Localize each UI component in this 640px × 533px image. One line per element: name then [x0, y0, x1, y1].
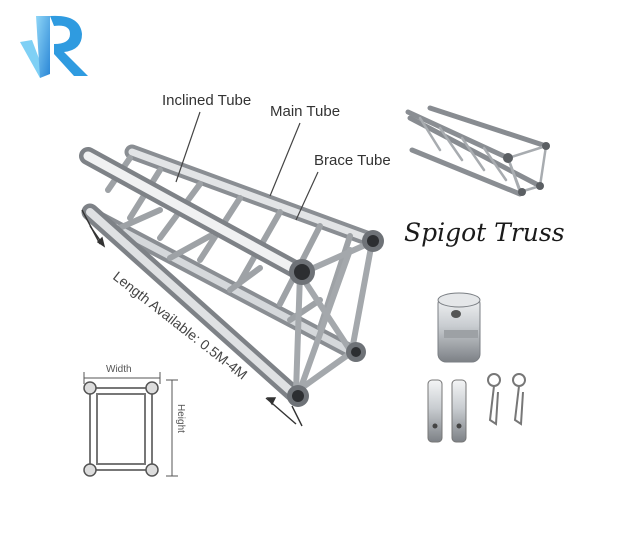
main-tube-label: Main Tube [270, 103, 341, 120]
width-label: Width [106, 364, 132, 375]
inclined-tube-label: Inclined Tube [162, 92, 252, 109]
spigot-truss-title: Spigot Truss [404, 218, 565, 247]
brace-tube-label: Brace Tube [314, 152, 391, 169]
height-label: Height [175, 404, 186, 433]
